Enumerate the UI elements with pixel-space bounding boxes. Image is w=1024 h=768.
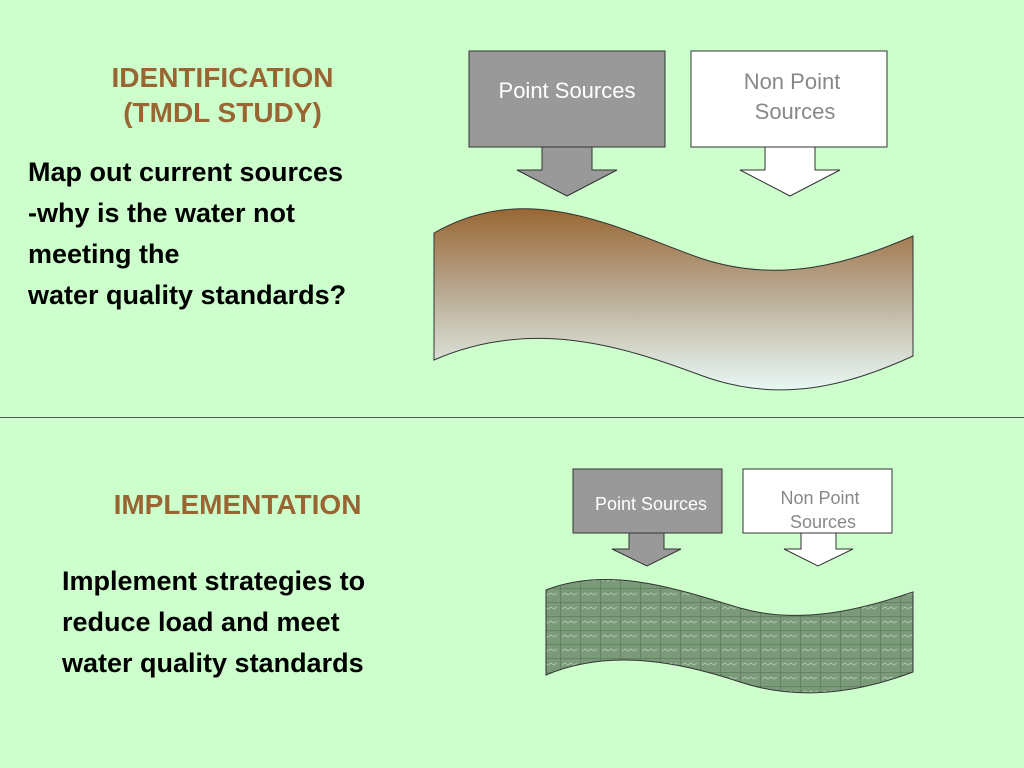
implementation-heading: IMPLEMENTATION	[113, 489, 362, 520]
bottom-point-sources: Point Sources	[572, 468, 723, 567]
non-point-sources-label-1: Non Point	[744, 69, 841, 94]
non-point-sources-box	[742, 468, 893, 534]
non-point-sources-label-2: Sources	[755, 99, 836, 124]
description-line: Implement strategies to	[62, 566, 366, 596]
non-point-sources-arrow	[739, 146, 841, 197]
description-line: Map out current sources	[28, 157, 344, 187]
description-line: meeting the	[28, 239, 180, 269]
top-point-sources: Point Sources	[468, 50, 666, 197]
description-line: reduce load and meet	[62, 607, 340, 637]
identification-heading: IDENTIFICATION (TMDL STUDY)	[70, 60, 375, 130]
identification-description: Map out current sources -why is the wate…	[28, 152, 346, 316]
point-sources-label: Point Sources	[499, 78, 636, 103]
point-sources-arrow	[611, 532, 682, 567]
point-sources-label: Point Sources	[595, 494, 707, 514]
description-line: -why is the water not	[28, 198, 296, 228]
point-sources-arrow	[516, 146, 618, 197]
polluted-water-wave	[433, 208, 914, 391]
top-non-point-sources: Non Point Sources	[690, 50, 888, 197]
heading-line-2: (TMDL STUDY)	[123, 97, 322, 128]
bottom-non-point-sources: Non Point Sources	[742, 468, 893, 567]
description-line: water quality standards?	[28, 280, 347, 310]
point-sources-box	[572, 468, 723, 534]
treated-water-wave	[545, 579, 914, 694]
point-sources-box	[468, 50, 666, 148]
section-divider	[0, 417, 1024, 418]
description-line: water quality standards	[62, 648, 364, 678]
heading-line-1: IDENTIFICATION	[111, 62, 334, 93]
non-point-sources-label-1: Non Point	[780, 488, 859, 508]
non-point-sources-label-2: Sources	[790, 512, 856, 532]
implementation-description: Implement strategies to reduce load and …	[62, 561, 365, 684]
non-point-sources-arrow	[783, 532, 854, 567]
